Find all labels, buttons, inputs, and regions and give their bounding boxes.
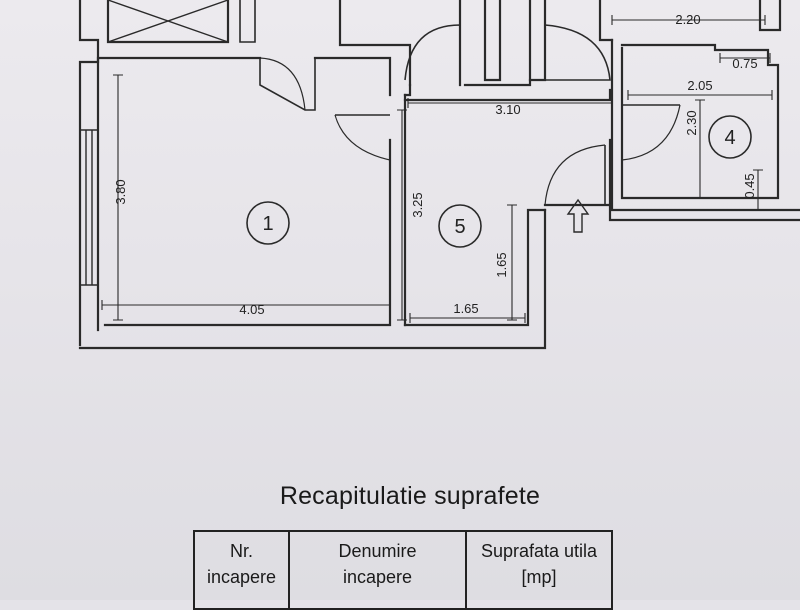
room-1-outer-wall <box>78 0 100 347</box>
dim-3-25: 3.25 <box>410 192 425 217</box>
dim-line-1-65-h <box>409 313 526 323</box>
floor-plan: 1 5 4 2.20 0.75 2.05 3.10 2.30 0.45 3.80… <box>78 0 800 350</box>
door-upper-right <box>544 24 611 81</box>
room-1-circle <box>246 201 290 245</box>
dim-2-20: 2.20 <box>675 12 700 27</box>
stair-box <box>106 0 230 44</box>
room-1-inner-wall <box>96 56 262 332</box>
door-room-5-swing <box>334 114 391 161</box>
hall-top-wall-2 <box>463 0 532 87</box>
upper-rooms-wall-3 <box>483 0 502 82</box>
door-entrance-swing <box>544 144 606 206</box>
dim-line-3-80 <box>113 74 123 321</box>
hall-right-outer <box>608 203 800 222</box>
dim-line-1-65-v <box>507 204 517 321</box>
room-1-number: 1 <box>262 213 273 235</box>
dim-4-05: 4.05 <box>239 302 264 317</box>
room-4-wall <box>620 43 780 200</box>
area-summary-table: Nr. incapere Denumire incapere Suprafata… <box>193 530 613 610</box>
room-1-right-wall <box>103 138 392 327</box>
table-header-row: Nr. incapere Denumire incapere Suprafata… <box>193 530 613 610</box>
dim-3-80: 3.80 <box>113 179 128 204</box>
room-5-bottom-wall <box>403 208 547 327</box>
entrance-arrow-icon <box>566 198 590 233</box>
door-room-1-leaf <box>259 58 316 111</box>
dim-0-45: 0.45 <box>742 173 757 198</box>
room-4-number: 4 <box>724 127 735 149</box>
room-4-circle <box>708 115 752 159</box>
hall-top-wall <box>403 83 412 97</box>
dim-line-0-75 <box>719 53 771 63</box>
top-right-wall <box>758 0 782 32</box>
dim-1-65-v: 1.65 <box>494 252 509 277</box>
summary-title: Recapitulatie suprafete <box>279 482 541 510</box>
room-5-number: 5 <box>454 216 465 238</box>
header-line: incapere <box>342 567 413 587</box>
upper-rooms-wall-5 <box>598 0 614 42</box>
header-line: Nr. <box>229 541 253 561</box>
dim-line-2-20 <box>611 15 766 25</box>
window-frame <box>80 129 98 286</box>
dim-2-05: 2.05 <box>687 78 712 93</box>
column-header-room-name: Denumire incapere <box>288 530 467 610</box>
dim-line-2-30 <box>695 99 705 199</box>
door-upper-left <box>404 24 461 81</box>
column-header-room-number: Nr. incapere <box>193 530 290 610</box>
dim-line-3-25 <box>397 109 407 321</box>
dim-1-65-h: 1.65 <box>453 301 478 316</box>
room-5-circle <box>438 204 482 248</box>
room-1-top-wall <box>313 56 392 97</box>
dim-line-0-45 <box>753 169 763 211</box>
upper-rooms-wall-4 <box>528 0 547 82</box>
dim-0-75: 0.75 <box>732 56 757 71</box>
upper-rooms-wall <box>338 0 412 87</box>
header-line: Suprafata utila <box>480 541 598 561</box>
stair-box-side <box>239 0 256 43</box>
door-room-1-swing <box>259 57 306 111</box>
header-line: incapere <box>206 567 277 587</box>
dim-line-2-05 <box>627 90 773 100</box>
room-4-outer-wall <box>610 38 800 212</box>
dim-line-4-05 <box>101 300 391 310</box>
dim-2-30: 2.30 <box>684 110 699 135</box>
hall-top-wall-3 <box>403 88 612 102</box>
column-header-usable-area: Suprafata utila [mp] <box>465 530 613 610</box>
header-line: Denumire <box>338 541 417 561</box>
dim-3-10: 3.10 <box>495 102 520 117</box>
outer-bottom-wall <box>78 208 547 350</box>
dim-line-3-10 <box>407 98 613 108</box>
header-line: [mp] <box>521 567 557 587</box>
stair-box-x <box>107 0 229 43</box>
door-room-4-swing <box>621 104 681 161</box>
